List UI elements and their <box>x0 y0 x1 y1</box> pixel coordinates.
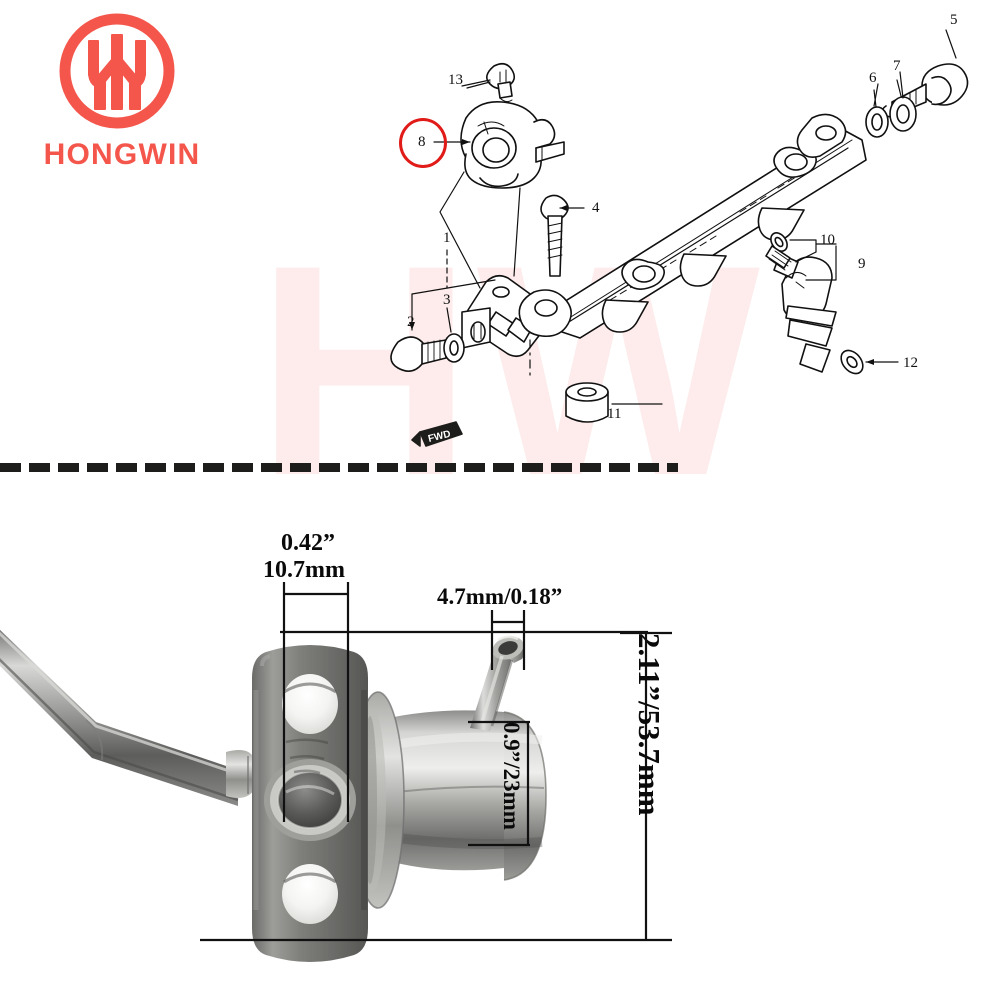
dimension-body-height: 0.9”/23mm <box>499 722 524 830</box>
diagram-linework: FWD <box>390 29 969 447</box>
dimension-flange-spacing-mm: 10.7mm <box>263 557 345 583</box>
part-number-7: 7 <box>893 58 901 74</box>
part-number-3: 3 <box>443 292 451 308</box>
dimension-nipple-diameter: 4.7mm/0.18” <box>437 584 563 609</box>
part-number-4: 4 <box>592 200 600 216</box>
vacuum-nipple <box>470 635 525 731</box>
part-number-9: 9 <box>858 256 866 272</box>
fuel-rail-exploded-parts-diagram: FWD 13 8 5 6 7 4 1 3 2 10 9 12 11 <box>0 0 1000 470</box>
pipe-collar <box>226 750 254 798</box>
part-number-12: 12 <box>903 355 918 371</box>
fuel-pressure-regulator-photo <box>0 470 1000 1000</box>
dimension-lines <box>200 582 672 942</box>
dimension-overall-height: 2.11”/53.7mm <box>632 633 667 816</box>
part-number-10: 10 <box>820 232 835 248</box>
fwd-marker-label: FWD <box>427 429 452 445</box>
part-number-13: 13 <box>448 72 463 88</box>
fuel-pipe <box>0 629 239 806</box>
hongwin-circle-monogram-logo-icon <box>58 12 176 130</box>
part-number-1: 1 <box>443 230 451 246</box>
brand-logo: HONGWIN <box>42 12 202 187</box>
regulator-photo-artwork <box>0 582 672 962</box>
dimension-flange-spacing-inch: 0.42” <box>281 530 335 556</box>
highlight-callout-part-8 <box>399 118 447 168</box>
part-number-5: 5 <box>950 12 958 28</box>
part-number-11: 11 <box>607 406 622 422</box>
part-number-6: 6 <box>869 70 877 86</box>
part-number-2: 2 <box>407 314 415 330</box>
mounting-bracket <box>252 645 368 962</box>
section-divider <box>0 463 678 472</box>
brand-name: HONGWIN <box>43 138 201 171</box>
